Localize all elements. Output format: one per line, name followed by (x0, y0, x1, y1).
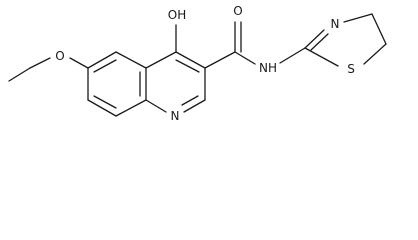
thiazoline-ring-bonds (304, 13, 387, 67)
ether-oxygen-label: O (55, 49, 64, 63)
benzo-ring-bonds (87, 51, 147, 117)
quinoline-nitrogen-label: N (171, 109, 180, 123)
pyridine-ring-bonds (145, 51, 206, 113)
ethoxy-bonds (8, 57, 89, 82)
thiazoline-nitrogen-label: N (331, 17, 340, 31)
hydroxyl-label: OH (168, 8, 186, 22)
amide-nh-label: NH (259, 61, 277, 75)
amide-nh-bond (279, 47, 306, 64)
chemical-structure-diagram: O OH O NH N N S (8, 4, 387, 123)
carbonyl-oxygen-label: O (233, 4, 242, 18)
thiazoline-sulfur-label: S (347, 62, 355, 76)
carboxamide-bonds (204, 21, 256, 69)
